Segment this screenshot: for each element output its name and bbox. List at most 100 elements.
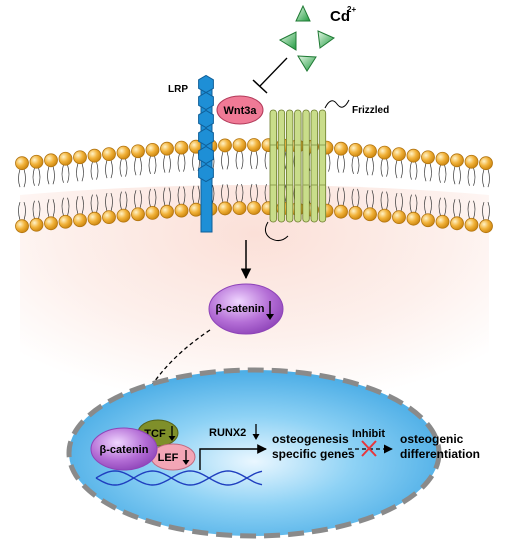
lipid-head bbox=[44, 153, 58, 168]
lrp-domain bbox=[198, 127, 214, 147]
lrp-domain bbox=[198, 91, 214, 111]
lipid-tail bbox=[177, 153, 186, 172]
lipid-tail bbox=[351, 188, 360, 207]
lipid-head bbox=[87, 211, 102, 226]
lipid-tail bbox=[90, 161, 99, 180]
lipid-head bbox=[363, 144, 377, 159]
lipid-tail bbox=[482, 202, 490, 221]
lipid-tail bbox=[134, 157, 142, 176]
lipid-tail bbox=[105, 193, 113, 212]
lipid-tail bbox=[148, 188, 157, 207]
lipid-head bbox=[435, 214, 450, 229]
lipid-tail bbox=[366, 190, 374, 209]
lipid-tail bbox=[61, 164, 70, 183]
lipid-head bbox=[334, 204, 348, 219]
frizzled-helix bbox=[277, 109, 286, 223]
lipid-head bbox=[160, 141, 174, 156]
lipid-head bbox=[348, 205, 363, 220]
lipid-tail bbox=[395, 160, 403, 179]
frizzled-tail bbox=[324, 99, 350, 109]
lipid-head bbox=[464, 217, 479, 232]
lipid-head bbox=[435, 151, 450, 166]
lipid-head bbox=[73, 150, 87, 165]
genes-label-line2: specific genes bbox=[272, 447, 355, 461]
lipid-tail bbox=[119, 158, 128, 177]
lipid-head bbox=[232, 138, 247, 153]
lipid-head bbox=[392, 147, 406, 162]
lipid-tail bbox=[366, 157, 374, 176]
nucleus bbox=[66, 367, 442, 539]
lipid-tail bbox=[177, 186, 186, 205]
lipid-tail bbox=[61, 197, 70, 216]
genes-label-line1: osteogenesis bbox=[272, 432, 349, 446]
cd-ions bbox=[278, 4, 336, 72]
lipid-tail bbox=[32, 200, 41, 219]
lipid-head bbox=[479, 219, 493, 234]
lipid-tail bbox=[163, 154, 171, 173]
lipid-head bbox=[450, 153, 464, 168]
lipid-head bbox=[247, 138, 261, 152]
lipid-tail bbox=[221, 184, 229, 203]
lipid-head bbox=[421, 150, 435, 165]
lipid-head bbox=[58, 214, 73, 229]
lipid-tail bbox=[76, 196, 84, 215]
lipid-tail bbox=[380, 191, 389, 210]
dna-helix bbox=[95, 470, 263, 486]
cd-triangle-icon bbox=[297, 55, 317, 72]
frizzled-ctail bbox=[264, 221, 289, 242]
cd-inhibition-arrow bbox=[252, 57, 288, 94]
lipid-tail bbox=[134, 190, 142, 209]
frizzled-helix bbox=[318, 109, 327, 223]
lipid-tail bbox=[482, 169, 490, 188]
beta-catenin-nucleus bbox=[90, 427, 158, 471]
lipid-tail bbox=[351, 155, 360, 175]
lipid-head bbox=[15, 156, 29, 171]
lipid-tail bbox=[337, 187, 345, 206]
lipid-tail bbox=[32, 167, 41, 186]
lipid-head bbox=[29, 154, 44, 169]
cd-triangle-icon bbox=[278, 31, 297, 51]
down-arrow-icon bbox=[266, 301, 274, 320]
lipid-tail bbox=[163, 187, 171, 206]
lipid-tail bbox=[105, 160, 113, 179]
cd-triangle-icon bbox=[295, 4, 311, 22]
lipid-head bbox=[406, 211, 421, 226]
lipid-tail bbox=[424, 196, 432, 215]
lipid-head bbox=[174, 203, 189, 218]
lipid-tail bbox=[438, 197, 447, 216]
lipid-head bbox=[87, 148, 102, 163]
lrp-receptor bbox=[198, 74, 214, 233]
lipid-head bbox=[58, 151, 73, 166]
lipid-head bbox=[29, 217, 44, 232]
cd-label: Cd bbox=[330, 8, 350, 25]
lipid-head bbox=[479, 156, 493, 171]
lipid-tail bbox=[453, 199, 461, 218]
lrp-domain bbox=[198, 145, 214, 165]
lipid-head bbox=[116, 145, 131, 160]
lipid-head bbox=[174, 140, 189, 155]
lipid-tail bbox=[119, 191, 128, 210]
lipid-tail bbox=[409, 194, 418, 213]
cd-charge-label: 2+ bbox=[347, 5, 356, 14]
lipid-head bbox=[44, 216, 58, 231]
lipid-head bbox=[160, 204, 174, 219]
frizzled-helix bbox=[269, 109, 277, 223]
beta-catenin-nucleus-label: β-catenin bbox=[100, 444, 149, 456]
outcome-label-line2: differentiation bbox=[400, 447, 480, 461]
lipid-tail bbox=[337, 154, 345, 173]
runx2-label: RUNX2 bbox=[209, 427, 246, 439]
inhibit-label: Inhibit bbox=[352, 428, 385, 440]
lrp-domain bbox=[198, 109, 214, 129]
lrp-domain bbox=[198, 74, 214, 94]
beta-catenin-cytoplasm bbox=[208, 283, 284, 335]
lipid-head bbox=[15, 219, 29, 234]
cd-triangle-icon bbox=[317, 30, 336, 49]
frizzled-helix bbox=[302, 109, 310, 223]
lipid-head bbox=[377, 145, 392, 160]
down-arrow-icon bbox=[168, 426, 176, 441]
lipid-tail bbox=[409, 161, 418, 180]
beta-catenin-label: β-catenin bbox=[216, 303, 265, 315]
lipid-tail bbox=[76, 163, 84, 182]
lipid-tail bbox=[192, 185, 200, 204]
